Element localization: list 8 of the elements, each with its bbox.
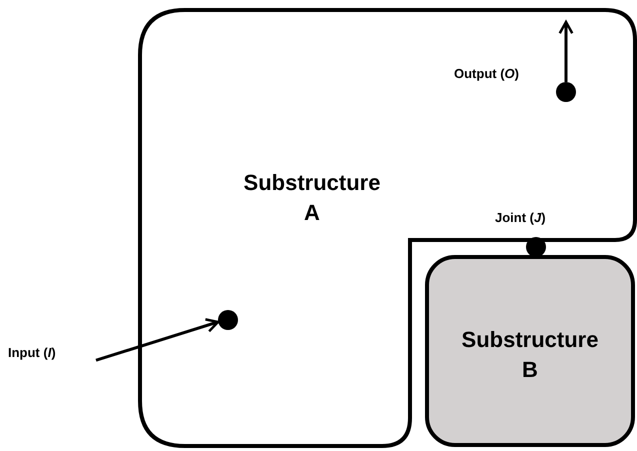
substructure-label: Substructure B (460, 326, 600, 384)
substructure-box (425, 255, 635, 447)
input-label: Input (I) (8, 345, 56, 360)
arrow (96, 318, 220, 362)
point-label: Output (O) (454, 66, 520, 81)
arrow (558, 20, 574, 82)
point-label: Joint (J) (495, 210, 546, 225)
substructure-label: Substructure A (242, 169, 382, 227)
